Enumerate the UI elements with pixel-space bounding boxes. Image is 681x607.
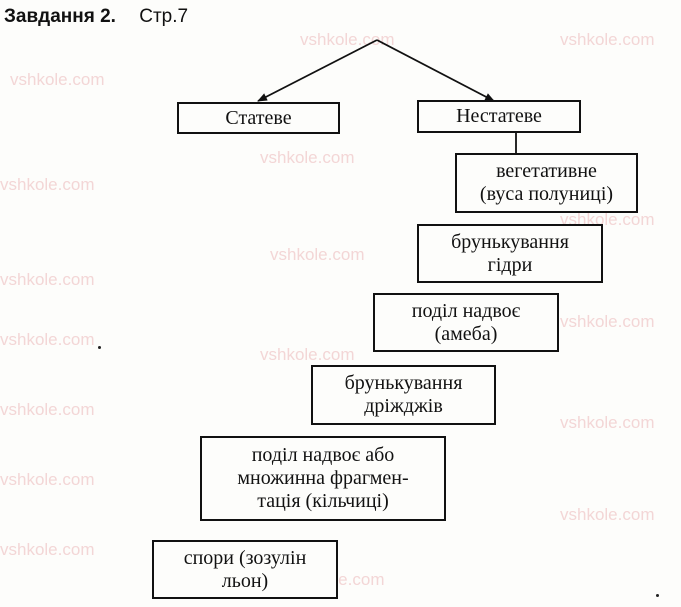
task-number: Завдання 2. <box>4 6 116 27</box>
box-vegetative: вегетативне (вуса полуниці) <box>455 153 638 213</box>
box-asexual: Нестатеве <box>417 100 581 133</box>
page-number: Стр.7 <box>139 6 189 27</box>
arrow-to-asexual <box>376 39 495 102</box>
box-worm-fragmentation: поділ надвоє або множинна фрагмен- тація… <box>200 436 446 521</box>
task-header: Завдання 2. Стр.7 <box>4 6 188 28</box>
box-yeast-budding: брунькування дріжджів <box>311 365 496 425</box>
box-amoeba-division: поділ надвоє (амеба) <box>373 293 559 352</box>
speck <box>98 346 101 349</box>
box-sexual: Статеве <box>177 102 340 134</box>
box-hydra-budding: брунькування гідри <box>417 224 603 283</box>
arrow-to-sexual <box>257 39 378 102</box>
box-spores: спори (зозулін льон) <box>152 540 338 599</box>
speck <box>656 594 659 597</box>
